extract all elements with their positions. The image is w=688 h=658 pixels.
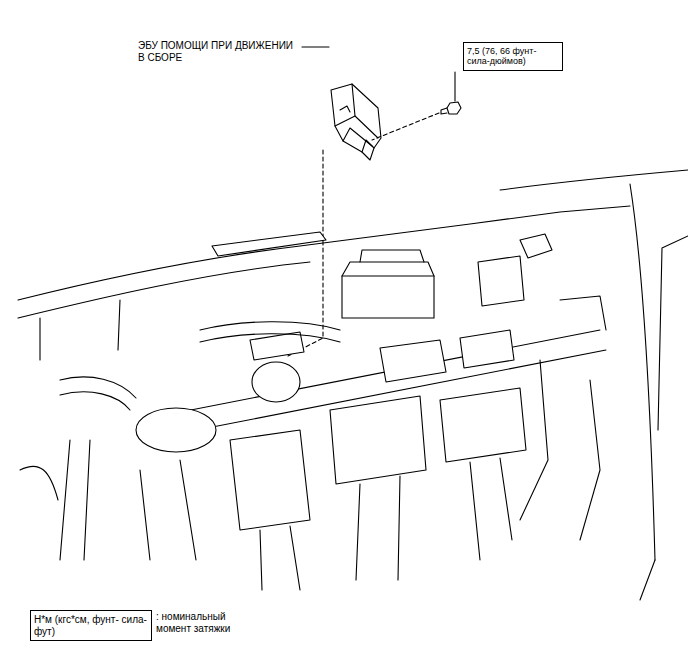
illustration-line: [200, 322, 340, 330]
illustration-line: [640, 560, 655, 600]
illustration-line: [520, 360, 548, 520]
node-text: Н*м (кгс*см, фунт- сила-фут): [34, 614, 148, 637]
illustration-line: [252, 362, 300, 402]
legend-text: : номинальный момент затяжки: [156, 611, 240, 634]
node-text: 7,5 (76, 66 фунт- сила-дюймов): [467, 46, 559, 67]
illustration-line: [340, 106, 350, 112]
illustration-line: [356, 476, 400, 580]
illustration-line: [441, 108, 447, 114]
illustration-line: [343, 128, 372, 146]
illustration-line: [352, 84, 378, 138]
illustration-line: [60, 440, 90, 560]
torque-box: 7,5 (76, 66 фунт- сила-дюймов): [463, 42, 563, 71]
illustration-line: [230, 430, 310, 530]
illustration-line: [331, 84, 381, 160]
illustration-line: [454, 72, 455, 101]
illustration-line: [362, 140, 374, 152]
illustration-line: [140, 460, 196, 560]
illustration-line: [630, 184, 655, 560]
illustration-line: [342, 262, 434, 318]
illustration-line: [658, 236, 688, 430]
illustration-line: [260, 526, 300, 590]
illustration-line: [302, 46, 329, 47]
illustration-line: [447, 102, 461, 114]
illustration-line: [460, 330, 514, 368]
legend-entry: : номинальный момент затяжки: [156, 611, 240, 634]
illustration-line: [18, 206, 630, 300]
illustration-line: [360, 250, 424, 262]
illustration-line: [250, 332, 304, 360]
illustration-line: [500, 170, 688, 190]
illustration-line: [380, 340, 446, 382]
illustration-line: [560, 296, 606, 330]
illustration-line: [20, 466, 58, 500]
illustration-line: [470, 458, 512, 560]
part-name: ЭБУ ПОМОЩИ ПРИ ДВИЖЕНИИ В СБОРЕ: [138, 40, 300, 63]
illustration-line: [136, 408, 216, 452]
illustration-line: [18, 47, 688, 600]
illustration-line: [212, 232, 326, 256]
illustration-line: [342, 275, 434, 276]
illustration-line: [372, 113, 439, 140]
illustration-line: [478, 256, 524, 306]
illustration-line: [60, 377, 136, 398]
legend-torque-box: Н*м (кгс*см, фунт- сила-фут): [30, 610, 152, 641]
illustration-line: [60, 392, 130, 410]
illustration-line: [335, 116, 355, 126]
illustration-line: [580, 380, 600, 540]
illustration-line: [330, 396, 426, 484]
illustration-line: [18, 262, 310, 318]
illustration-line: [40, 300, 120, 360]
illustration-line: [200, 334, 340, 342]
illustration-line: [520, 234, 552, 258]
illustration-line: [440, 388, 526, 462]
